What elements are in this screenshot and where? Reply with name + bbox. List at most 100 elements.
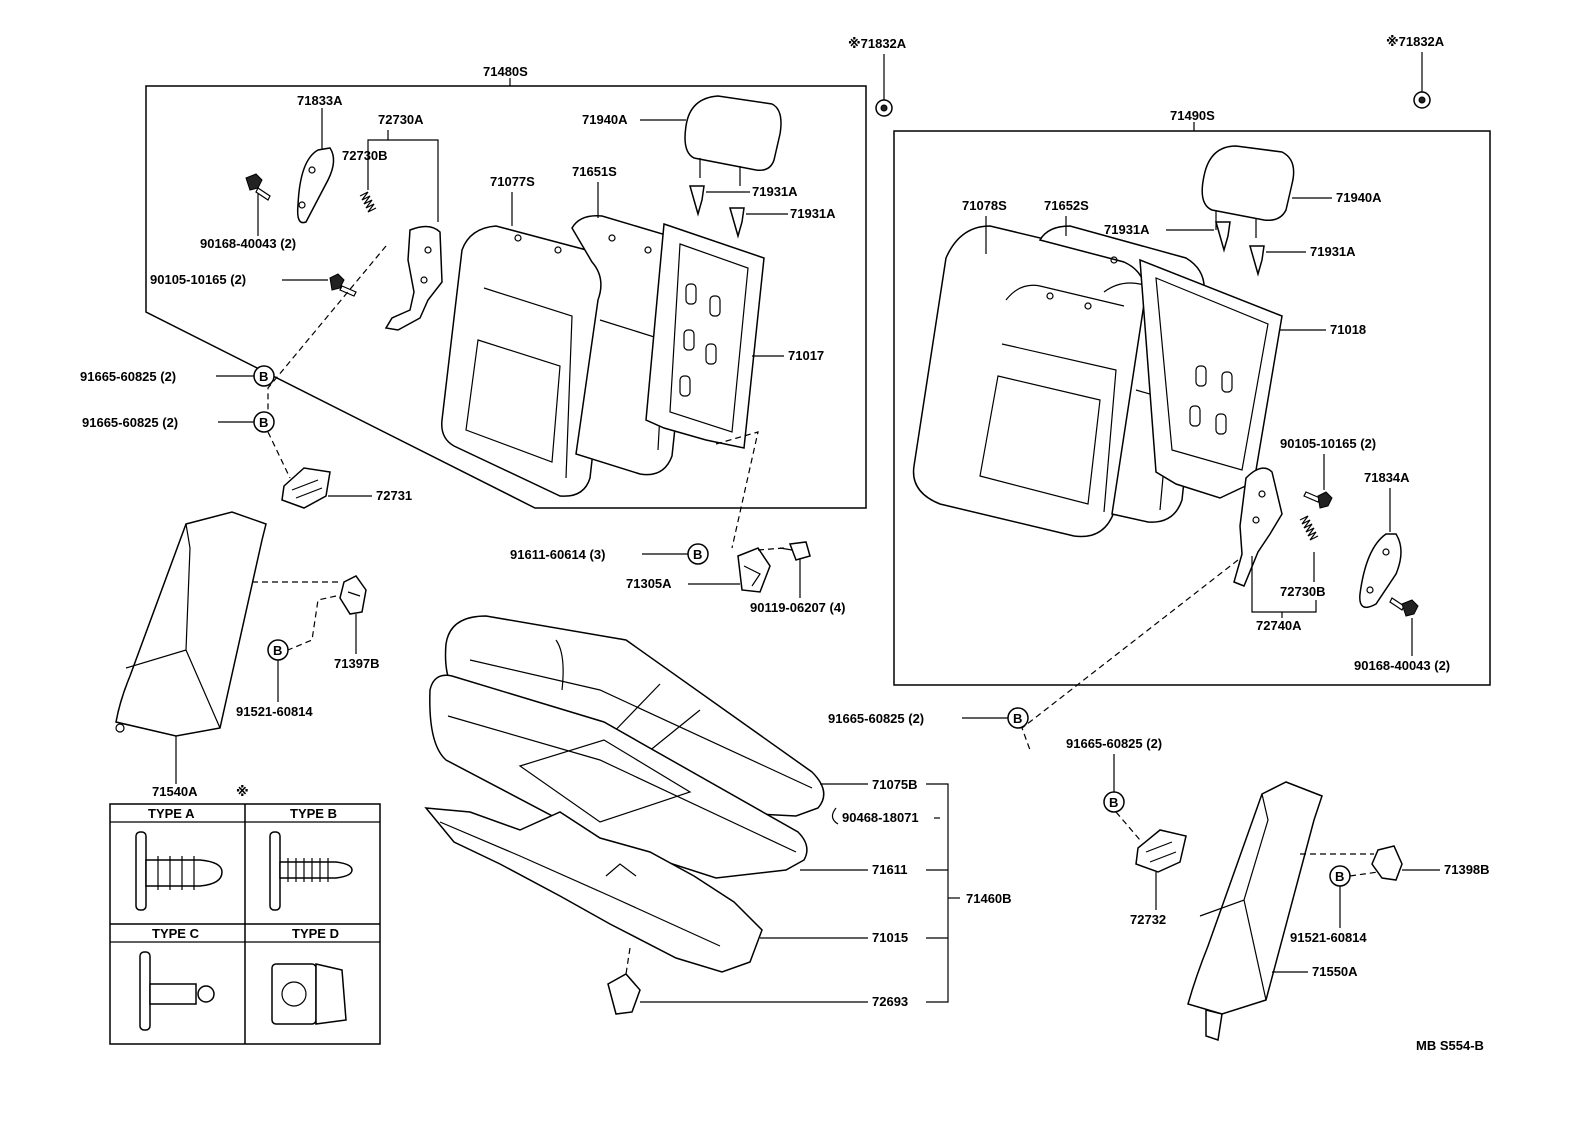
label-71398B: 71398B <box>1444 862 1490 877</box>
label-72693: 72693 <box>872 994 908 1009</box>
label-90119: 90119-06207 (4) <box>750 600 845 615</box>
clip-71397B <box>339 575 367 615</box>
b-marker-6: B <box>1103 791 1125 813</box>
label-71550A: 71550A <box>1312 964 1358 979</box>
label-71651S: 71651S <box>572 164 617 179</box>
clip-71398B <box>1371 845 1403 881</box>
label-71397B: 71397B <box>334 656 380 671</box>
label-71940A-right: 71940A <box>1336 190 1382 205</box>
headrest-guide-left-2 <box>729 207 745 239</box>
label-71832A-2: ※71832A <box>1386 34 1445 49</box>
label-71540A: 71540A <box>152 784 198 799</box>
label-91611: 91611-60614 (3) <box>510 547 605 562</box>
headrest-guide-left-1 <box>689 185 705 217</box>
b-marker-7: B <box>1329 865 1351 887</box>
label-72730B-right: 72730B <box>1280 584 1326 599</box>
headrest-right-71940A <box>1201 145 1295 238</box>
seatback-frame-71018 <box>1139 258 1283 499</box>
legend-type-c: TYPE C <box>152 926 200 941</box>
b-marker-4: B <box>267 639 289 661</box>
spring-72730B-left <box>359 191 377 213</box>
label-71832A-1: ※71832A <box>848 36 907 51</box>
label-72731: 72731 <box>376 488 412 503</box>
label-90168-left: 90168-40043 (2) <box>200 236 296 251</box>
diagram-code: MB S554-B <box>1416 1038 1484 1053</box>
left-seatback-group-box <box>145 78 867 509</box>
headrest-guide-right-1 <box>1215 221 1231 253</box>
side-cover-71550A <box>1187 781 1323 1041</box>
label-71078S: 71078S <box>962 198 1007 213</box>
b-marker-text: B <box>693 547 702 562</box>
label-71834A: 71834A <box>1364 470 1410 485</box>
b-marker-text: B <box>259 415 268 430</box>
clip-90468 <box>831 807 839 825</box>
fastener-type-d-icon <box>271 963 347 1025</box>
label-71305A: 71305A <box>626 576 672 591</box>
b-marker-text: B <box>259 369 268 384</box>
label-72732: 72732 <box>1130 912 1166 927</box>
bracket-71305A <box>737 547 771 593</box>
seatback-frame-71017 <box>645 222 765 449</box>
label-90105-left: 90105-10165 (2) <box>150 272 246 287</box>
b-marker-2: B <box>253 411 275 433</box>
label-71018: 71018 <box>1330 322 1366 337</box>
seat-cover-71834A <box>1359 533 1402 609</box>
label-71017: 71017 <box>788 348 824 363</box>
label-91665-a: 91665-60825 (2) <box>80 369 176 384</box>
b-marker-1: B <box>253 365 275 387</box>
label-91665-d: 91665-60825 (2) <box>1066 736 1162 751</box>
label-72740A: 72740A <box>1256 618 1302 633</box>
legend-type-b: TYPE B <box>290 806 337 821</box>
label-72730A: 72730A <box>378 112 424 127</box>
fastener-type-a-icon <box>135 831 223 911</box>
clip-71832A-1 <box>875 99 893 117</box>
label-71611: 71611 <box>872 862 907 877</box>
bolt-90168-left <box>245 173 271 201</box>
b-marker-text: B <box>1109 795 1118 810</box>
label-71652S: 71652S <box>1044 198 1089 213</box>
label-71490S: 71490S <box>1170 108 1215 123</box>
fastener-type-c-icon <box>139 951 215 1031</box>
hinge-bracket-left <box>384 225 443 331</box>
b-marker-text: B <box>1013 711 1022 726</box>
label-71931A-right-2: 71931A <box>1310 244 1356 259</box>
bolt-90105-left <box>329 273 357 297</box>
legend-type-d: TYPE D <box>292 926 339 941</box>
side-cover-71540A <box>115 511 267 737</box>
label-71480S: 71480S <box>483 64 528 79</box>
label-90468: 90468-18071 <box>842 810 919 825</box>
label-71075B: 71075B <box>872 777 918 792</box>
legend-note-symbol: ※ <box>236 784 249 799</box>
label-91665-c: 91665-60825 (2) <box>828 711 924 726</box>
label-90168-right: 90168-40043 (2) <box>1354 658 1450 673</box>
headrest-left-71940A <box>684 95 782 186</box>
hook-72693 <box>607 973 641 1015</box>
label-91521-right: 91521-60814 <box>1290 930 1367 945</box>
label-71931A-left-1: 71931A <box>752 184 798 199</box>
seatback-71078S <box>912 225 1146 538</box>
b-marker-3: B <box>687 543 709 565</box>
seat-pan-71015 <box>424 807 763 973</box>
seatback-71077S <box>441 225 613 497</box>
seat-cover-71833A <box>296 147 335 224</box>
fastener-legend <box>109 803 381 1045</box>
b-marker-text: B <box>273 643 282 658</box>
label-71833A: 71833A <box>297 93 343 108</box>
label-71015: 71015 <box>872 930 908 945</box>
seat-cushion-frame-71611 <box>429 674 808 879</box>
label-71940A-left: 71940A <box>582 112 628 127</box>
label-91665-b: 91665-60825 (2) <box>82 415 178 430</box>
bolt-90119 <box>779 541 811 561</box>
bolt-90105-right <box>1303 491 1333 509</box>
label-71077S: 71077S <box>490 174 535 189</box>
label-91521-left: 91521-60814 <box>236 704 313 719</box>
label-71931A-left-2: 71931A <box>790 206 836 221</box>
clip-71832A-2 <box>1413 91 1431 109</box>
seat-cushion-71075B <box>444 615 825 817</box>
spring-72730B-right <box>1299 515 1319 541</box>
bracket-72732 <box>1135 829 1187 873</box>
fastener-type-b-icon <box>269 831 353 911</box>
b-marker-5: B <box>1007 707 1029 729</box>
b-marker-text: B <box>1335 869 1344 884</box>
